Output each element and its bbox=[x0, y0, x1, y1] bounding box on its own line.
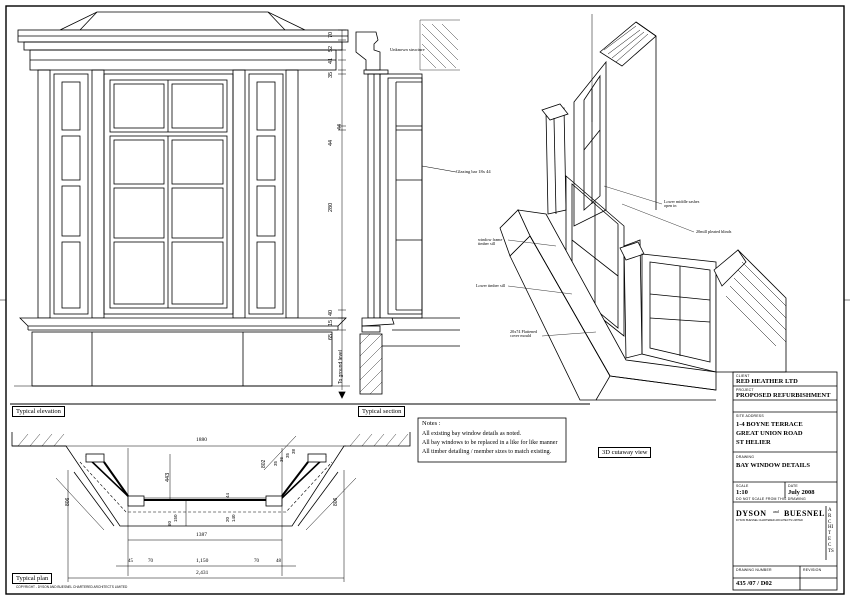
plan-dim-overall-bottom: 2,431 bbox=[196, 570, 209, 576]
existing-structure-note: Unknown structure bbox=[390, 47, 425, 52]
client-heading: CLIENT bbox=[736, 374, 750, 378]
section-dim: 41 bbox=[328, 57, 334, 64]
plan-dim: 48 bbox=[276, 559, 281, 564]
plan-dim: 70 bbox=[148, 559, 153, 564]
note-line: All existing bay window details as noted… bbox=[422, 431, 522, 437]
revision-heading: REVISION bbox=[803, 568, 822, 572]
section-view bbox=[338, 19, 460, 399]
section-dim: 70 bbox=[328, 31, 334, 38]
plan-dim: 44 bbox=[225, 492, 230, 498]
notes-heading: Notes : bbox=[422, 420, 441, 427]
notes-box bbox=[417, 417, 567, 463]
plan-dim: 443 bbox=[165, 472, 171, 482]
scale-heading: SCALE bbox=[736, 484, 749, 488]
window-frame-note: window frame timber sill bbox=[478, 237, 503, 247]
do-not-scale: DO NOT SCALE FROM THIS DRAWING bbox=[736, 497, 806, 501]
plan-dim: 1387 bbox=[196, 532, 207, 538]
plan-dim: 38 bbox=[291, 448, 296, 454]
cover-mould-note: 20x74 Flattened cover mould bbox=[510, 329, 538, 339]
lower-sill-note: Lower timber sill bbox=[476, 283, 506, 288]
plan-dim: 20 bbox=[225, 516, 230, 522]
section-dim: 52 bbox=[328, 45, 334, 52]
plan-dim: 802 bbox=[261, 459, 267, 468]
glazing-note: Glazing bar 18x 44 bbox=[456, 169, 491, 174]
site-line: ST HELIER bbox=[736, 439, 771, 446]
section-dim: 40 bbox=[328, 309, 334, 316]
plan-dim-overall-top: 1880 bbox=[196, 437, 207, 443]
elevation-view bbox=[14, 11, 350, 387]
note-line: All bay windows to be replaced in a like… bbox=[422, 440, 558, 446]
firm-name-and: and bbox=[773, 509, 779, 514]
section-dim: 15 bbox=[328, 319, 334, 326]
plan-dim: 35 bbox=[273, 460, 278, 466]
cutaway-label: 3D cutaway view bbox=[598, 447, 652, 458]
note-line: All timber detailing / member sizes to m… bbox=[422, 449, 552, 455]
drawing-heading: DRAWING bbox=[736, 455, 755, 459]
section-dim: 65 bbox=[328, 333, 334, 340]
plan-dim: 70 bbox=[254, 559, 259, 564]
project-heading: PROJECT bbox=[736, 388, 754, 392]
section-dim: 280 bbox=[328, 202, 334, 212]
section-dim: 44 bbox=[337, 123, 343, 130]
firm-name-a: DYSON bbox=[736, 509, 767, 518]
drawing-number-heading: DRAWING NUMBER bbox=[736, 568, 772, 572]
firm-vertical: ARCHITECTS bbox=[828, 508, 834, 554]
project-value: PROPOSED REFURBISHMENT bbox=[736, 392, 831, 399]
section-label: Typical section bbox=[358, 406, 406, 417]
ground-level-note: To ground level bbox=[338, 350, 344, 384]
date-value: July 2008 bbox=[788, 489, 815, 496]
site-heading: SITE ADDRESS bbox=[736, 414, 764, 418]
pleated-blinds-note: 20mill pleated blinds bbox=[696, 229, 732, 234]
scale-value: 1:10 bbox=[736, 489, 748, 496]
cutaway-view bbox=[499, 14, 787, 401]
drawing-number: 435 /07 / D02 bbox=[736, 580, 772, 587]
copyright: COPYRIGHT - DYSON AND BUESNEL CHARTERED … bbox=[16, 585, 128, 589]
plan-dim: 35 bbox=[285, 452, 290, 458]
title-block bbox=[732, 371, 838, 591]
plan-dim: 150 bbox=[173, 514, 178, 522]
plan-dim-right-return: 806 bbox=[333, 497, 339, 506]
plan-dim: 60 bbox=[167, 520, 172, 526]
plan-dim: 45 bbox=[128, 559, 133, 564]
elevation-label: Typical elevation bbox=[12, 406, 65, 417]
plan-dim-left-return: 806 bbox=[65, 497, 71, 506]
firm-subtitle: DYSON BUESNEL CHARTERED ARCHITECTS LIMIT… bbox=[736, 519, 803, 522]
firm-name-b: BUESNEL bbox=[784, 509, 825, 518]
site-line: 1-4 BOYNE TERRACE bbox=[736, 421, 803, 428]
lower-sashes-note: Lower middle sashes open in bbox=[664, 199, 700, 209]
drawing-value: BAY WINDOW DETAILS bbox=[736, 462, 810, 469]
section-dim: 35 bbox=[328, 71, 334, 78]
client-value: RED HEATHER LTD bbox=[736, 378, 798, 385]
section-dim: 44 bbox=[328, 139, 334, 146]
plan-label: Typical plan bbox=[12, 573, 53, 584]
plan-dim: 1,150 bbox=[196, 558, 209, 564]
plan-dim: 140 bbox=[231, 514, 236, 522]
site-line: GREAT UNION ROAD bbox=[736, 430, 803, 437]
plan-view bbox=[11, 432, 411, 582]
date-heading: DATE bbox=[788, 484, 798, 488]
plan-dim: 36 bbox=[279, 456, 284, 462]
